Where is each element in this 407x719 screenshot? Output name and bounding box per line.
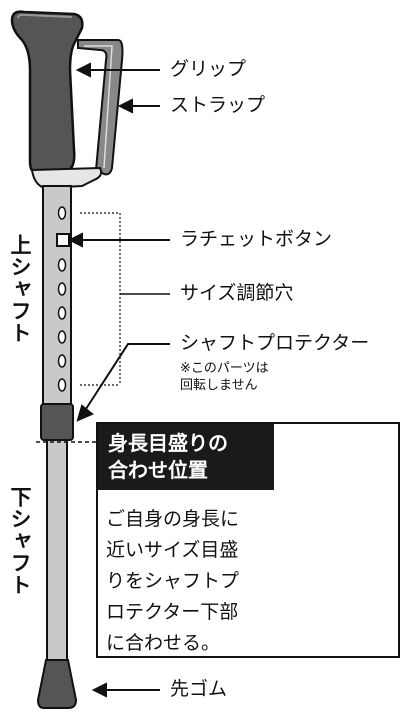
label-strap: ストラップ [170, 94, 266, 116]
strap [77, 39, 124, 176]
label-protector-note: ※このパーツは 回転しません [180, 361, 269, 393]
section-upper-shaft: 上シャフト [8, 234, 32, 344]
callout-title: 身長目盛りの 合わせ位置 [98, 424, 274, 490]
callout-body: ご自身の身長に 近いサイズ目盛 りをシャフトプ ロテクター下部 に合わせる。 [106, 508, 240, 654]
label-shaft-protector: シャフトプロテクター [180, 332, 370, 354]
section-lower-shaft: 下シャフト [8, 486, 32, 596]
lower-shaft [46, 439, 68, 663]
upper-shaft [42, 185, 72, 405]
grip-collar [30, 166, 103, 190]
shaft-protector [40, 403, 74, 441]
tip-rubber [36, 659, 78, 709]
label-ratchet-button: ラチェットボタン [180, 228, 333, 250]
ratchet-button [56, 233, 70, 247]
grip [10, 10, 84, 176]
label-size-holes: サイズ調節穴 [180, 282, 294, 304]
size-holes [57, 206, 67, 392]
label-tip-rubber: 先ゴム [170, 678, 228, 700]
label-grip: グリップ [170, 58, 247, 80]
callout-box: 身長目盛りの 合わせ位置 ご自身の身長に 近いサイズ目盛 りをシャフトプ ロテク… [96, 422, 400, 658]
